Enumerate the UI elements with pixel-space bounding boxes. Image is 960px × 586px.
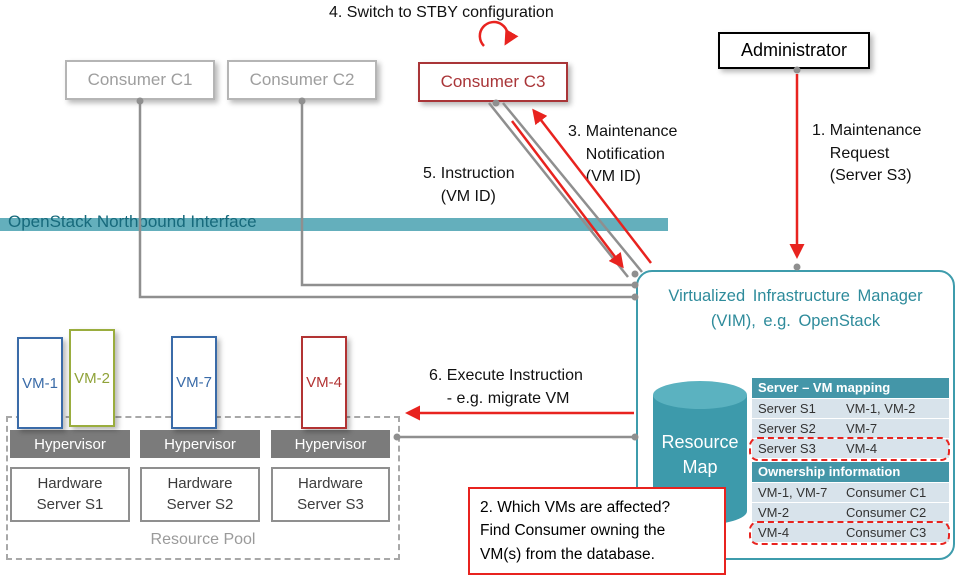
cell-server: Server S1 <box>758 401 816 416</box>
server-vm-mapping-header: Server – VM mapping <box>752 378 949 398</box>
consumer-c3-label: Consumer C3 <box>440 72 546 91</box>
hardware-server-s1-box: Hardware Server S1 <box>10 467 130 522</box>
step4-switch-stby-label: 4. Switch to STBY configuration <box>329 4 554 21</box>
consumer-c2-box: Consumer C2 <box>227 60 377 100</box>
step2-callout-box: 2. Which VMs are affected? Find Consumer… <box>468 487 726 575</box>
step1-maintenance-request-label: 1. Maintenance Request (Server S3) <box>812 122 922 185</box>
step5-instruction-label: 5. Instruction (VM ID) <box>423 165 515 205</box>
mapping-row-s3-highlighted: Server S3 VM-4 <box>749 436 950 461</box>
consumer-c1-box: Consumer C1 <box>65 60 215 100</box>
consumer-c2-label: Consumer C2 <box>249 70 355 89</box>
ownership-row-c3-highlighted: VM-4 Consumer C3 <box>749 520 950 545</box>
hypervisor-3-box: Hypervisor <box>271 430 390 458</box>
ownership-information-header: Ownership information <box>752 462 949 482</box>
vim-title: Virtualized Infrastructure Manager (VIM)… <box>668 287 923 330</box>
cell-vms: VM-2 <box>758 505 790 520</box>
vm-4-label: VM-4 <box>306 374 342 391</box>
consumer-c1-label: Consumer C1 <box>87 70 193 89</box>
cell-consumer: Consumer C1 <box>846 485 927 500</box>
cell-server: Server S3 <box>758 441 816 456</box>
ownership-row-c2: VM-2 Consumer C2 <box>752 503 949 522</box>
hypervisor-2-box: Hypervisor <box>140 430 260 458</box>
hypervisor-1-box: Hypervisor <box>10 430 130 458</box>
ownership-row-c1: VM-1, VM-7 Consumer C1 <box>752 483 949 502</box>
cell-consumer: Consumer C3 <box>846 525 927 540</box>
cell-vms: VM-1, VM-2 <box>846 401 916 416</box>
resource-map-label: Resource Map <box>661 432 739 478</box>
vm-7-box: VM-7 <box>171 336 217 429</box>
northbound-interface-label: OpenStack Northbound Interface <box>8 212 257 231</box>
cell-vms: VM-4 <box>846 441 878 456</box>
mapping-row-s1: Server S1 VM-1, VM-2 <box>752 399 949 418</box>
cell-vms: VM-7 <box>846 421 878 436</box>
vm-7-label: VM-7 <box>176 374 212 391</box>
vm-2-box: VM-2 <box>69 329 115 427</box>
consumer-c3-box: Consumer C3 <box>418 62 568 102</box>
cell-consumer: Consumer C2 <box>846 505 927 520</box>
cell-server: Server S2 <box>758 421 816 436</box>
step6-execute-instruction-label: 6. Execute Instruction - e.g. migrate VM <box>429 367 583 407</box>
cell-vms: VM-1, VM-7 <box>758 485 828 500</box>
hardware-server-s2-box: Hardware Server S2 <box>140 467 260 522</box>
resource-pool-label: Resource Pool <box>150 531 256 548</box>
arrow-4-stby-self-loop <box>478 20 519 47</box>
cell-vms: VM-4 <box>758 525 790 540</box>
server-vm-mapping-table: Server – VM mapping Server S1 VM-1, VM-2… <box>749 378 950 461</box>
mapping-row-s2: Server S2 VM-7 <box>752 419 949 438</box>
administrator-box: Administrator <box>718 32 870 69</box>
vm-1-label: VM-1 <box>22 374 58 392</box>
vm-1-box: VM-1 <box>17 337 63 429</box>
hardware-server-s3-box: Hardware Server S3 <box>271 467 390 522</box>
administrator-label: Administrator <box>740 40 848 60</box>
step3-maintenance-notification-label: 3. Maintenance Notification (VM ID) <box>568 123 678 186</box>
vm-2-label: VM-2 <box>74 369 110 387</box>
vm-4-box: VM-4 <box>301 336 347 429</box>
ownership-information-table: Ownership information VM-1, VM-7 Consume… <box>749 462 950 545</box>
consumer-c1-to-vim-line <box>138 101 634 299</box>
